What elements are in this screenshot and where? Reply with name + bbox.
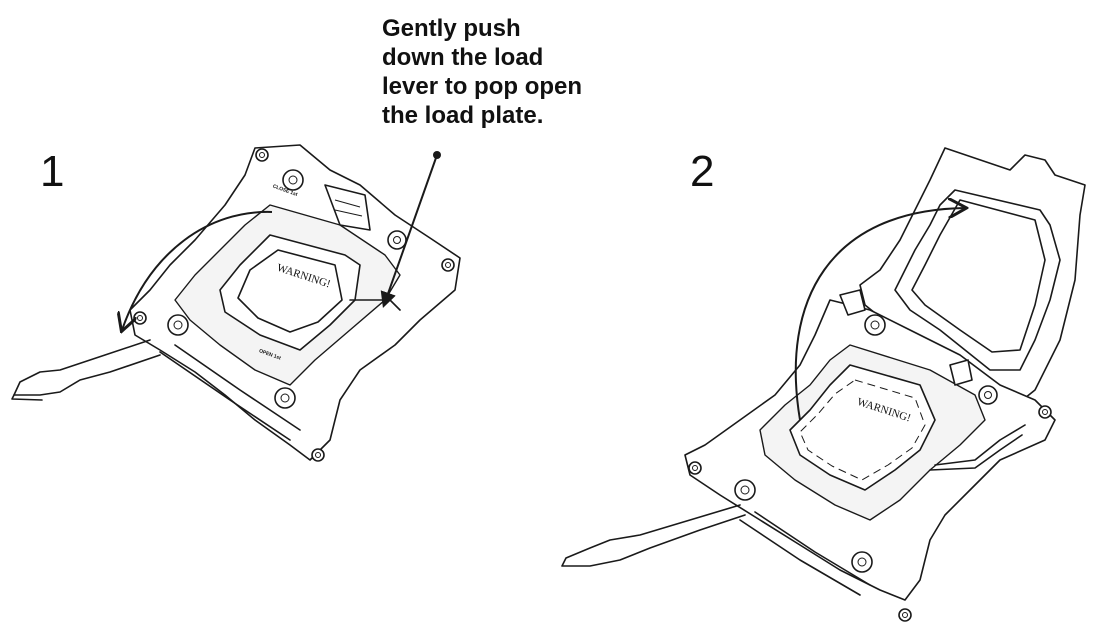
step1-leader-arrow (380, 154, 438, 309)
step1-screws (133, 148, 455, 462)
step1-socket: WARNING! CLOSE 1st OPEN 1st (11, 144, 461, 462)
step2-screws (688, 314, 1052, 622)
step2-socket: WARNING! (561, 147, 1086, 622)
step2-rotate-arrow (794, 208, 965, 421)
instruction-line: Gently push (382, 15, 521, 42)
step1-load-lever (13, 339, 161, 396)
step2-load-lever (561, 504, 746, 567)
instruction-line: down the load (382, 44, 544, 71)
instruction-line: the load plate. (382, 102, 544, 129)
instruction-caption: Gently push down the load lever to pop o… (382, 14, 662, 130)
step2-number: 2 (690, 147, 715, 196)
instruction-line: lever to pop open (382, 73, 583, 100)
step1-number: 1 (40, 147, 65, 196)
step1-rotate-arrow (122, 210, 273, 330)
